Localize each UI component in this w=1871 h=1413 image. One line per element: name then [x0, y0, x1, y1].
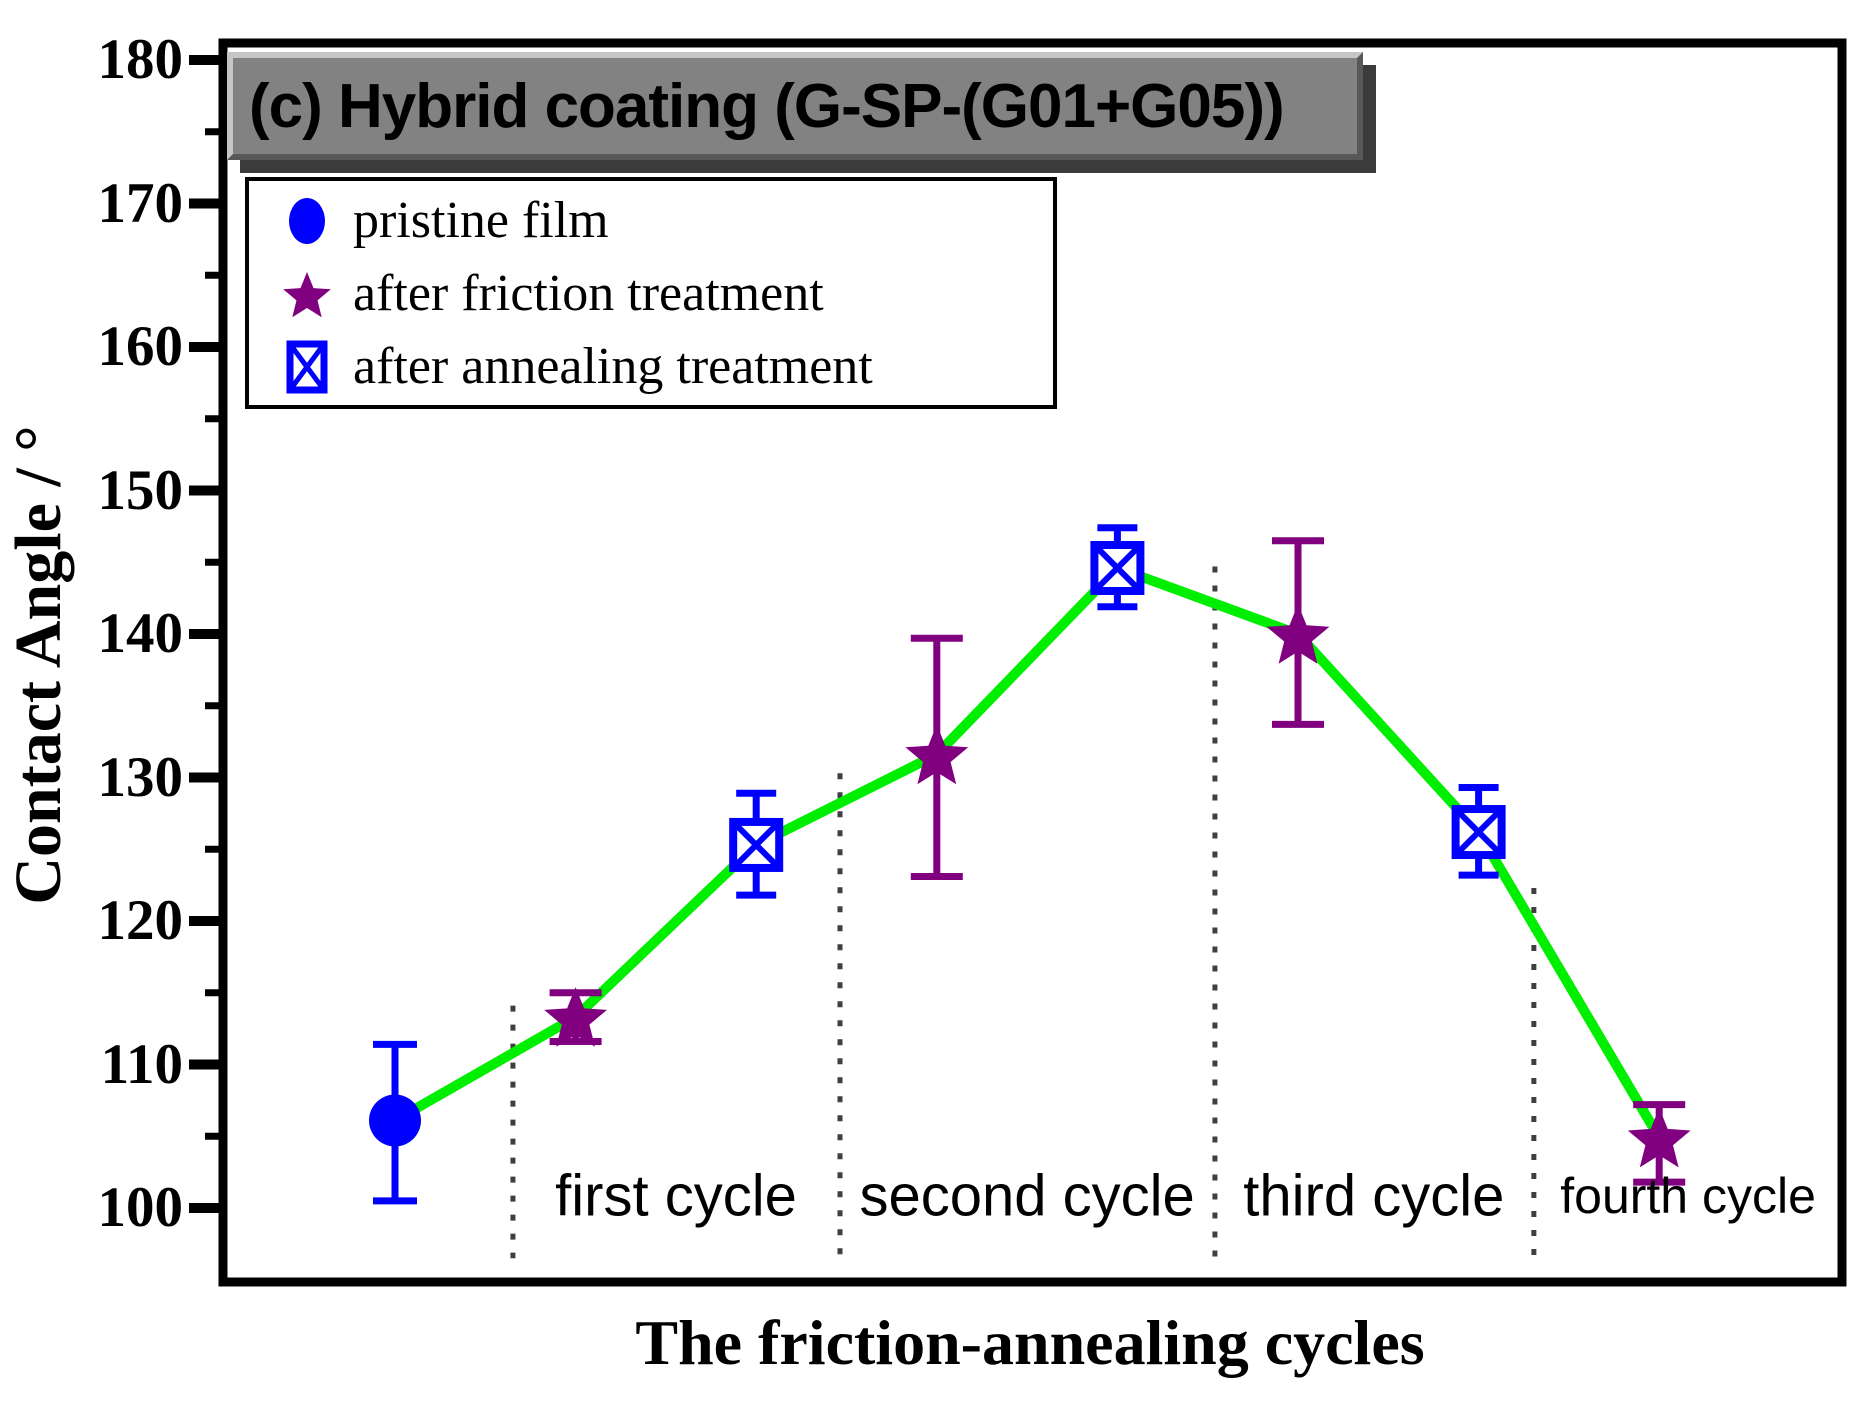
marker-friction-star: [544, 987, 607, 1047]
region-label: third cycle: [1243, 1163, 1505, 1229]
marker-friction-star: [1266, 604, 1330, 664]
marker-friction-star: [1627, 1107, 1691, 1168]
legend-item: pristine film: [249, 184, 1053, 257]
marker-annealing-square-cross: [1094, 544, 1141, 592]
region-label: first cycle: [555, 1163, 797, 1229]
x-axis-title: The friction-annealing cycles: [635, 1307, 1425, 1378]
chart-title-box: (c) Hybrid coating (G-SP-(G01+G05)): [227, 52, 1363, 160]
y-tick-label: 140: [97, 602, 184, 665]
marker-annealing-square-cross: [1455, 808, 1502, 856]
y-tick-label: 180: [97, 28, 184, 91]
y-tick-label: 100: [97, 1176, 184, 1239]
y-tick-label: 110: [100, 1032, 183, 1096]
legend-star-icon: [261, 263, 353, 325]
y-tick-label: 150: [97, 458, 184, 522]
data-line: [392, 562, 1664, 1141]
marker-pristine-circle: [369, 1094, 421, 1147]
chart-title: (c) Hybrid coating (G-SP-(G01+G05)): [249, 71, 1285, 141]
y-tick-label: 160: [97, 315, 184, 378]
marker-annealing-square-cross: [733, 821, 780, 869]
plot-frame: [218, 38, 1847, 1287]
legend-item: after friction treatment: [249, 257, 1053, 330]
region-label: second cycle: [859, 1163, 1195, 1229]
region-label: fourth cycle: [1560, 1168, 1816, 1224]
legend-item-label: pristine film: [353, 192, 609, 249]
legend: pristine film after friction treatment aft…: [245, 177, 1057, 409]
y-tick-label: 130: [97, 745, 184, 809]
legend-item: after annealing treatment: [249, 330, 1053, 403]
legend-crossed-square-icon: [261, 336, 353, 398]
legend-item-label: after friction treatment: [353, 265, 824, 322]
legend-ellipse-icon: [261, 190, 353, 252]
y-tick-label: 120: [97, 889, 184, 952]
legend-item-label: after annealing treatment: [353, 338, 873, 395]
marker-friction-star: [905, 724, 969, 785]
y-tick-label: 170: [97, 171, 184, 235]
